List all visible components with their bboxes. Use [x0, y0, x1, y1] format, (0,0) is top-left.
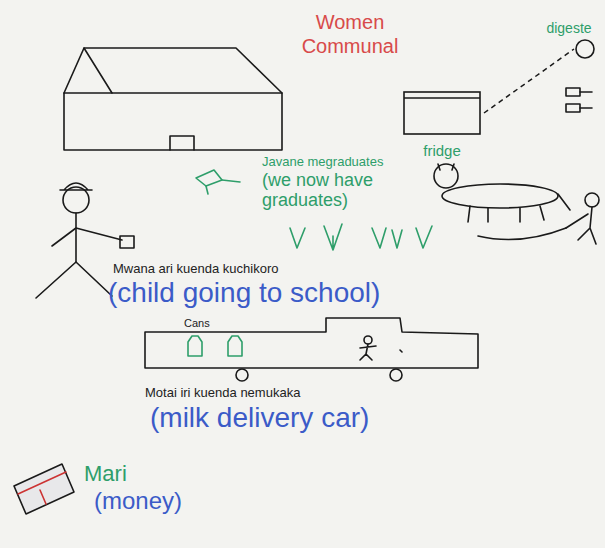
digester-circle: digeste [540, 20, 598, 62]
crops [290, 224, 432, 250]
house [64, 48, 282, 150]
chart-title: Women Communal [290, 10, 410, 58]
english-caption: (milk delivery car) [150, 403, 369, 434]
dashed-connector [484, 49, 574, 113]
english-caption: (child going to school) [108, 278, 380, 309]
farmer-figure [478, 193, 599, 244]
milk-cans [188, 336, 242, 356]
digester-pipes [566, 88, 592, 112]
cow [434, 164, 570, 222]
shona-caption: Mari [84, 462, 127, 486]
english-caption: (we now have graduates) [262, 171, 422, 211]
shona-caption: Javane megraduates [262, 155, 383, 169]
graduation-cap [196, 170, 240, 194]
cans-label: Cans [184, 317, 210, 329]
node-text: fridge [402, 142, 482, 159]
english-caption: (money) [94, 488, 182, 514]
fridge-shape [402, 90, 482, 136]
milk-delivery-car [145, 318, 478, 381]
shona-caption: Mwana ari kuenda kuchikoro [113, 262, 278, 276]
wallet [14, 464, 74, 514]
fridge-box: fridge [402, 90, 482, 159]
node-text: digeste [540, 20, 598, 36]
shona-caption: Motai iri kuenda nemukaka [145, 386, 300, 400]
